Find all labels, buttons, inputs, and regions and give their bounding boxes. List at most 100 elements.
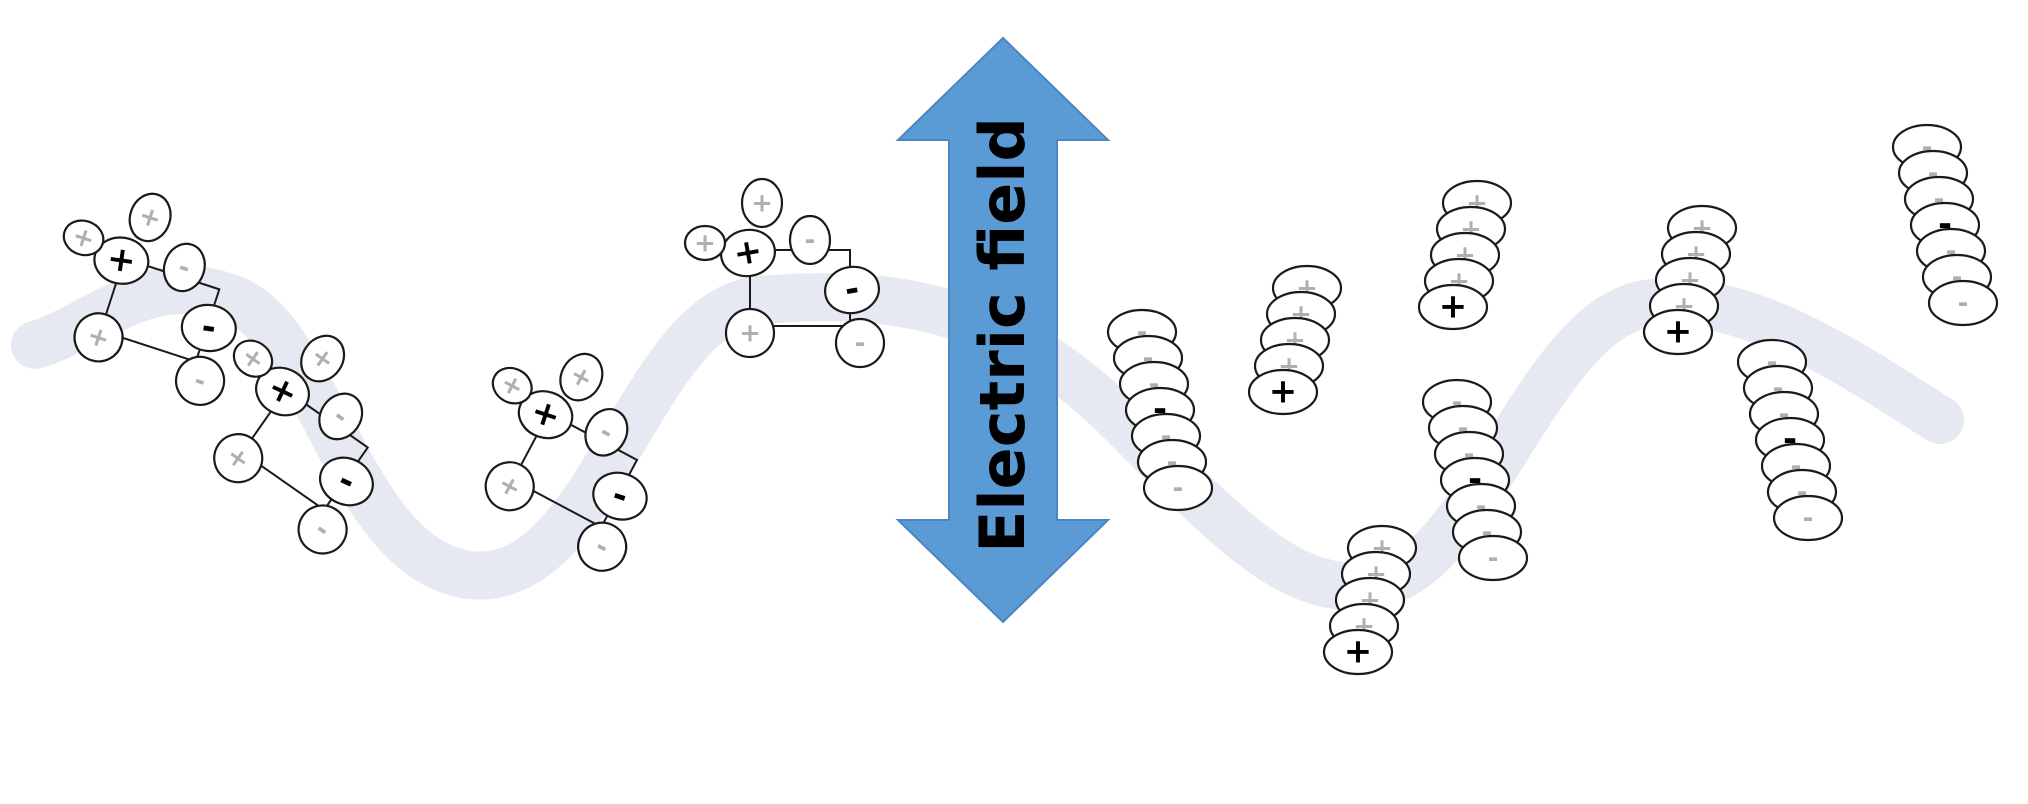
counter-cation: + xyxy=(491,366,533,405)
minus-sign: - xyxy=(1791,452,1802,482)
counter-anion: - xyxy=(297,504,348,555)
electric-field-arrow: Electric field xyxy=(895,36,1111,624)
ion-ellipse xyxy=(232,339,274,378)
anion: - xyxy=(592,471,648,521)
counter-cation: + xyxy=(683,224,727,262)
minus-sign: - xyxy=(1946,237,1957,267)
minus-sign: - xyxy=(1482,518,1493,548)
ion-ellipse xyxy=(300,334,346,383)
counter-anion: - xyxy=(318,392,364,441)
minus-sign: - xyxy=(1958,289,1969,319)
minus-sign: - xyxy=(1167,448,1178,478)
ion-ellipse xyxy=(1247,368,1319,416)
plus-sign: + xyxy=(105,238,139,282)
counter-cation: + xyxy=(559,352,604,402)
minus-sign: - xyxy=(1797,478,1808,508)
minus-sign: - xyxy=(1488,544,1499,574)
counter-cation: + xyxy=(62,219,105,257)
stacked-ion: + xyxy=(1247,368,1319,416)
minus-sign: - xyxy=(1773,374,1784,404)
anion: - xyxy=(824,265,880,315)
ion-ellipse xyxy=(1457,534,1529,582)
minus-sign: - xyxy=(1803,504,1814,534)
ion-ellipse xyxy=(162,242,206,293)
minus-sign: - xyxy=(199,307,219,349)
ion-ellipse xyxy=(517,390,574,440)
minus-sign: - xyxy=(1779,400,1790,430)
counter-cation: + xyxy=(128,192,172,243)
plus-sign: + xyxy=(751,189,773,219)
ion-ellipse xyxy=(559,352,604,402)
cation: + xyxy=(255,366,310,417)
counter-cation: + xyxy=(484,461,535,512)
plus-sign: + xyxy=(694,229,716,259)
minus-sign: - xyxy=(1767,348,1778,378)
counter-cation: + xyxy=(300,334,346,383)
counter-cation: + xyxy=(213,433,264,484)
double-arrow-icon xyxy=(895,36,1111,624)
plus-sign: + xyxy=(1344,632,1373,672)
aligned-ion-stack: ------- xyxy=(1891,123,1999,327)
stacked-ion: + xyxy=(1322,628,1394,676)
minus-sign: - xyxy=(1143,344,1154,374)
ion-pair-unit: +-++--+ xyxy=(683,177,886,369)
ion-ellipse xyxy=(128,192,172,243)
counter-cation: + xyxy=(232,339,274,378)
minus-sign: - xyxy=(1934,185,1945,215)
ion-pair-unit: +-++--+ xyxy=(213,334,374,555)
minus-sign: - xyxy=(805,226,816,256)
ion-ellipse xyxy=(255,366,310,417)
plus-sign: + xyxy=(1269,372,1298,412)
ion-pair-unit: +-++--+ xyxy=(484,352,648,572)
ion-ellipse xyxy=(724,307,776,359)
stacked-ion: + xyxy=(1417,283,1489,331)
ion-ellipse xyxy=(788,214,832,266)
counter-anion: - xyxy=(162,242,206,293)
ion-ellipse xyxy=(824,265,880,315)
plus-sign: + xyxy=(1664,312,1693,352)
minus-sign: - xyxy=(1173,474,1184,504)
ion-ellipse xyxy=(740,177,784,229)
ion-ellipse xyxy=(319,456,374,507)
ion-ellipse xyxy=(297,504,348,555)
aligned-ion-stack: ------- xyxy=(1106,308,1214,512)
stacked-ion: - xyxy=(1142,464,1214,512)
ion-ellipse xyxy=(318,392,364,441)
counter-cation: + xyxy=(740,177,784,229)
ion-ellipse xyxy=(491,366,533,405)
ion-ellipse xyxy=(592,471,648,521)
ion-ellipse xyxy=(1772,494,1844,542)
cation: + xyxy=(93,236,150,285)
aligned-ion-stack: ------- xyxy=(1736,338,1844,542)
minus-sign: - xyxy=(1161,422,1172,452)
ion-ellipse xyxy=(1927,279,1999,327)
minus-sign: - xyxy=(1458,414,1469,444)
minus-sign: - xyxy=(1464,440,1475,470)
counter-anion: - xyxy=(788,214,832,266)
cation: + xyxy=(517,390,574,440)
ion-ellipse xyxy=(584,408,629,457)
counter-anion: - xyxy=(584,408,629,457)
ion-ellipse xyxy=(720,228,776,278)
minus-sign: - xyxy=(1952,263,1963,293)
stacked-ion: - xyxy=(1772,494,1844,542)
ion-ellipse xyxy=(174,355,226,406)
minus-sign: - xyxy=(855,329,866,359)
aligned-ion-stack: +++++ xyxy=(1642,204,1738,356)
cation: + xyxy=(720,228,776,278)
minus-sign: - xyxy=(1928,159,1939,189)
stacked-ion: - xyxy=(1927,279,1999,327)
ion-ellipse xyxy=(62,219,105,257)
left-ion-units: +-++--++-++--++-++--++-++--+ xyxy=(62,177,886,572)
plus-sign: + xyxy=(730,230,765,274)
right-ion-stacks: -------++++++++++-------++++++++++------… xyxy=(1106,123,1999,676)
counter-anion: - xyxy=(834,317,886,369)
ion-ellipse xyxy=(577,521,628,572)
minus-sign: - xyxy=(1922,133,1933,163)
ion-pair-unit: +-++--+ xyxy=(62,192,237,406)
plus-sign: + xyxy=(739,319,761,349)
minus-sign: - xyxy=(1476,492,1487,522)
counter-anion: - xyxy=(577,521,628,572)
anion: - xyxy=(180,303,237,353)
